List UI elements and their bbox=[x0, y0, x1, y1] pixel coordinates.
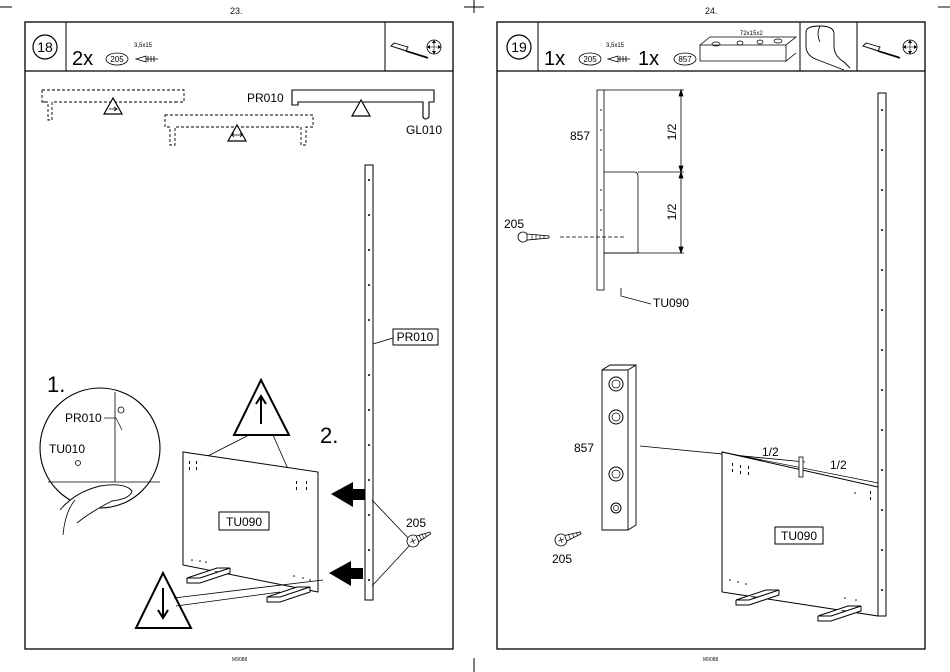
part-code: 205 bbox=[110, 55, 124, 64]
dim-half-2: 1/2 bbox=[665, 203, 679, 220]
vertical-profile-right bbox=[878, 93, 886, 616]
label-857-bottom: 857 bbox=[574, 441, 594, 455]
quantity-2: 1x bbox=[638, 48, 659, 70]
screwdriver-icon-right bbox=[863, 43, 900, 58]
label-pr010-side: PR010 bbox=[397, 330, 434, 344]
label-gl010: GL010 bbox=[406, 123, 442, 137]
dim-half-3: 1/2 bbox=[762, 445, 779, 459]
screwdriver-icon bbox=[391, 43, 428, 58]
quantity: 2x bbox=[72, 48, 93, 70]
dim-half-1: 1/2 bbox=[665, 123, 679, 140]
push-arrows bbox=[329, 482, 365, 586]
vertical-profile bbox=[365, 165, 373, 600]
screw-icon-left bbox=[405, 528, 433, 549]
dim-half-4: 1/2 bbox=[830, 458, 847, 472]
crosshair-icon-right bbox=[903, 40, 917, 54]
part-code-2: 857 bbox=[678, 55, 692, 64]
sub-step-2: 2. bbox=[320, 423, 338, 448]
warning-icon-small bbox=[104, 98, 370, 141]
detail-label-tu010: TU010 bbox=[49, 442, 85, 456]
label-tu090-panel: TU090 bbox=[781, 529, 817, 543]
label-857-top: 857 bbox=[570, 129, 590, 143]
part-code-1: 205 bbox=[583, 55, 597, 64]
template-holes bbox=[600, 109, 602, 231]
template-plate-icon bbox=[700, 37, 796, 61]
label-tu090-top: TU090 bbox=[653, 296, 689, 310]
template-top-view bbox=[560, 90, 684, 290]
label-205-bottom: 205 bbox=[552, 552, 572, 566]
warning-icon-up bbox=[234, 380, 289, 435]
label-screw-205: 205 bbox=[406, 516, 426, 530]
step-number: 18 bbox=[37, 39, 53, 55]
plate-size: 72x15x2 bbox=[740, 31, 763, 37]
warning-icon-down bbox=[136, 573, 191, 628]
label-205-top: 205 bbox=[504, 217, 524, 231]
screw-icon bbox=[136, 56, 158, 62]
detail-label-pr010: PR010 bbox=[65, 411, 102, 425]
step-number-right: 19 bbox=[511, 39, 527, 55]
label-pr010-top: PR010 bbox=[247, 91, 284, 105]
screw-icon-top bbox=[518, 232, 549, 242]
label-tu090: TU090 bbox=[226, 515, 262, 529]
sub-step-1: 1. bbox=[47, 372, 65, 397]
screw-icon-bottom bbox=[553, 527, 582, 548]
template-857 bbox=[602, 365, 636, 530]
quantity-1: 1x bbox=[544, 48, 565, 70]
screw-size: 3,5x15 bbox=[134, 43, 153, 49]
crosshair-icon bbox=[427, 40, 441, 54]
screw-size-right: 3,5x15 bbox=[606, 43, 625, 49]
screw-icon-right bbox=[608, 56, 630, 62]
glue-tube-icon bbox=[806, 26, 850, 70]
